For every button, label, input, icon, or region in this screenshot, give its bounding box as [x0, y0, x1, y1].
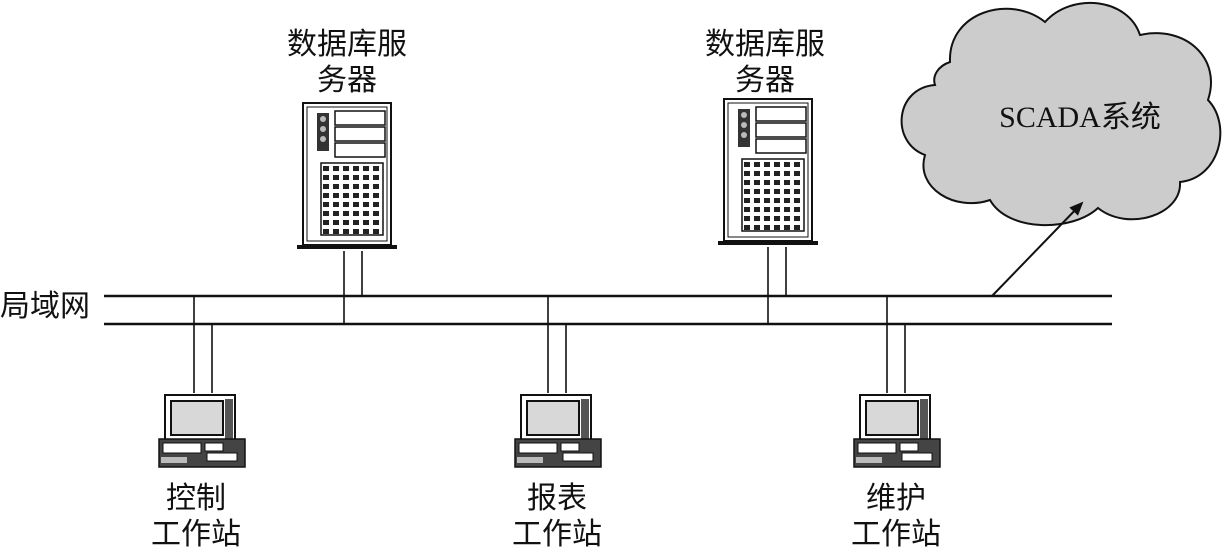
scada-cloud: SCADA系统 [900, 1, 1222, 226]
database-server-1: 数据库服 务器 [287, 27, 407, 324]
workstation-1-connector [193, 296, 213, 393]
workstation-3-label-line1: 维护 [866, 481, 926, 516]
control-workstation: 控制 工作站 [151, 296, 246, 550]
workstation-1-label-line2: 工作站 [151, 517, 241, 550]
computer-icon [514, 394, 602, 468]
lan-bus [104, 294, 1112, 326]
server-2-label-line2: 务器 [735, 63, 795, 98]
workstation-3-connector [886, 296, 906, 393]
scada-label: SCADA系统 [999, 101, 1161, 134]
lan-label: 局域网 [0, 289, 90, 324]
computer-icon [853, 394, 941, 468]
workstation-2-label-line1: 报表 [527, 481, 587, 516]
workstation-3-label-line2: 工作站 [851, 517, 941, 550]
report-workstation: 报表 工作站 [512, 296, 602, 550]
server-1-connector [343, 251, 363, 324]
computer-icon [158, 394, 246, 468]
lan-to-scada-arrow [991, 201, 1084, 297]
database-server-2: 数据库服 务器 [705, 27, 825, 324]
server-1-label-line2: 务器 [317, 63, 377, 98]
cloud-icon [900, 1, 1222, 226]
server-tower-icon [296, 102, 398, 250]
server-2-label-line1: 数据库服 [705, 27, 825, 62]
server-tower-icon [717, 98, 819, 246]
server-2-connector [767, 247, 787, 324]
server-1-label-line1: 数据库服 [287, 27, 407, 62]
maintenance-workstation: 维护 工作站 [851, 296, 941, 550]
workstation-2-label-line2: 工作站 [512, 517, 602, 550]
workstation-2-connector [547, 296, 567, 393]
workstation-1-label-line1: 控制 [166, 481, 226, 516]
